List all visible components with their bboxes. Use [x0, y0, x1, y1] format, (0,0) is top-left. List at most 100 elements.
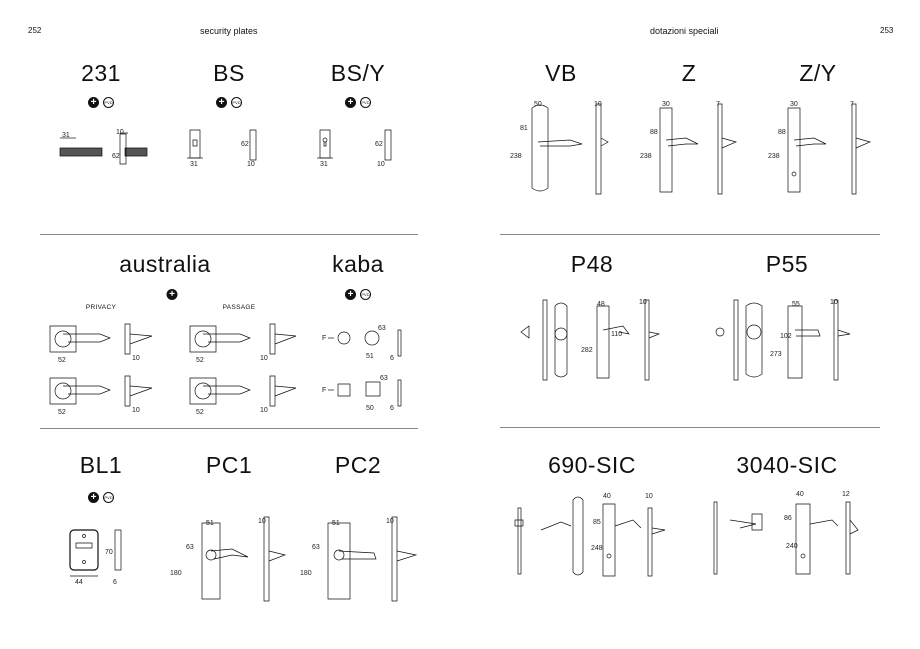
dim-text: F — [322, 335, 326, 342]
dim-text: 12 — [842, 491, 850, 498]
model-title-vb: VB — [545, 60, 577, 86]
drawing-bsy: 31 62 10 — [315, 128, 405, 168]
dim-text: 31 — [62, 132, 70, 139]
dim-text: 10 — [260, 407, 268, 414]
dim-text: 10 — [260, 355, 268, 362]
dim-text: 63 — [380, 375, 388, 382]
dim-text: 10 — [132, 355, 140, 362]
dim-text: 40 — [796, 491, 804, 498]
dim-text: 51 — [366, 353, 374, 360]
dim-text: 282 — [581, 347, 593, 354]
dim-text: 10 — [830, 299, 838, 306]
badges-bl1: + PVD — [88, 492, 114, 503]
dim-text: 62 — [241, 141, 249, 148]
dim-text: 180 — [300, 570, 312, 577]
model-title-3040-sic: 3040-SIC — [736, 452, 838, 478]
drawing-p55: 55 102 273 10 — [710, 299, 860, 386]
dim-text: 52 — [58, 409, 66, 416]
dim-text: 7 — [716, 101, 720, 108]
dim-text: 10 — [116, 129, 124, 136]
dim-text: 10 — [386, 518, 394, 525]
divider — [500, 427, 880, 428]
badges-bsy: + PVD — [345, 97, 371, 108]
drawing-zy: 30 88 238 7 — [768, 101, 878, 198]
dim-text: 30 — [662, 101, 670, 108]
pvd-icon: PVD — [103, 97, 114, 108]
dim-text: 50 — [366, 405, 374, 412]
dim-text: 10 — [639, 299, 647, 306]
badges-kaba: + PVD — [345, 289, 371, 300]
dim-text: 52 — [58, 357, 66, 364]
dim-text: 88 — [778, 129, 786, 136]
label-privacy: PRIVACY — [85, 304, 117, 311]
dim-text: 62 — [112, 153, 120, 160]
plus-icon: + — [345, 97, 356, 108]
drawing-p48: 48 110 282 10 — [515, 299, 665, 386]
drawing-231: 31 10 62 — [50, 129, 150, 170]
model-title-bl1: BL1 — [79, 452, 123, 478]
dim-text: 110 — [611, 331, 622, 338]
model-title-pc1: PC1 — [205, 452, 253, 478]
dim-text: 6 — [390, 355, 394, 362]
model-title-p48: P48 — [570, 251, 614, 277]
dim-text: 63 — [312, 544, 320, 551]
dim-text: 6 — [113, 579, 117, 586]
dim-text: 31 — [190, 161, 198, 168]
dim-text: 248 — [591, 545, 603, 552]
header-security-plates: security plates — [200, 26, 258, 36]
dim-text: 238 — [768, 153, 780, 160]
plus-icon: + — [88, 97, 99, 108]
right-page: dotazioni speciali 253 VB 50 81 238 10 Z… — [460, 0, 920, 649]
dim-text: F — [322, 387, 326, 394]
dim-text: 44 — [75, 579, 83, 586]
label-passage: PASSAGE — [222, 304, 256, 311]
model-title-bsy: BS/Y — [330, 60, 386, 86]
dim-text: 51 — [206, 520, 214, 527]
dim-text: 10 — [645, 493, 653, 500]
model-title-australia: australia — [119, 251, 211, 277]
dim-text: 102 — [780, 333, 792, 340]
header-dotazioni-speciali: dotazioni speciali — [650, 26, 719, 36]
model-title-690-sic: 690-SIC — [548, 452, 636, 478]
dim-text: 31 — [320, 161, 328, 168]
model-title-p55: P55 — [765, 251, 809, 277]
drawing-vb: 50 81 238 10 — [510, 101, 620, 198]
dim-text: 52 — [196, 409, 204, 416]
drawing-3040-sic: 40 86 240 12 — [700, 491, 870, 582]
dim-text: 7 — [850, 101, 854, 108]
plus-icon: + — [88, 492, 99, 503]
pvd-icon: PVD — [360, 97, 371, 108]
dim-text: 63 — [186, 544, 194, 551]
divider — [500, 234, 880, 235]
plus-icon: + — [166, 289, 178, 300]
dim-text: 30 — [790, 101, 798, 108]
dim-text: 52 — [196, 357, 204, 364]
dim-text: 70 — [105, 549, 113, 556]
dim-text: 48 — [597, 301, 605, 308]
divider — [40, 234, 418, 235]
dim-text: 85 — [593, 519, 601, 526]
model-title-zy: Z/Y — [799, 60, 837, 86]
drawing-australia: 52 10 52 10 52 10 52 10 — [40, 318, 310, 416]
model-title-kaba: kaba — [332, 251, 384, 277]
dim-text: 10 — [247, 161, 255, 168]
dim-text: 10 — [258, 518, 266, 525]
pvd-icon: PVD — [360, 289, 371, 300]
drawing-bs: 31 62 10 — [185, 128, 275, 168]
page-number-left: 252 — [28, 26, 42, 35]
badges-australia: + — [166, 289, 178, 300]
drawing-690-sic: 40 85 248 10 — [515, 493, 675, 582]
badges-bs: + PVD — [216, 97, 242, 108]
dim-text: 88 — [650, 129, 658, 136]
dim-text: 51 — [332, 520, 340, 527]
plus-icon: + — [345, 289, 356, 300]
badges-231: + PVD — [88, 97, 114, 108]
pvd-icon: PVD — [231, 97, 242, 108]
dim-text: 10 — [377, 161, 385, 168]
dim-text: 240 — [786, 543, 798, 550]
drawing-z: 30 88 238 7 — [640, 101, 750, 198]
divider — [40, 428, 418, 429]
page-number-right: 253 — [880, 26, 894, 35]
dim-text: 50 — [534, 101, 542, 108]
drawing-kaba: F 63 51 6 F 63 50 6 — [322, 325, 410, 412]
